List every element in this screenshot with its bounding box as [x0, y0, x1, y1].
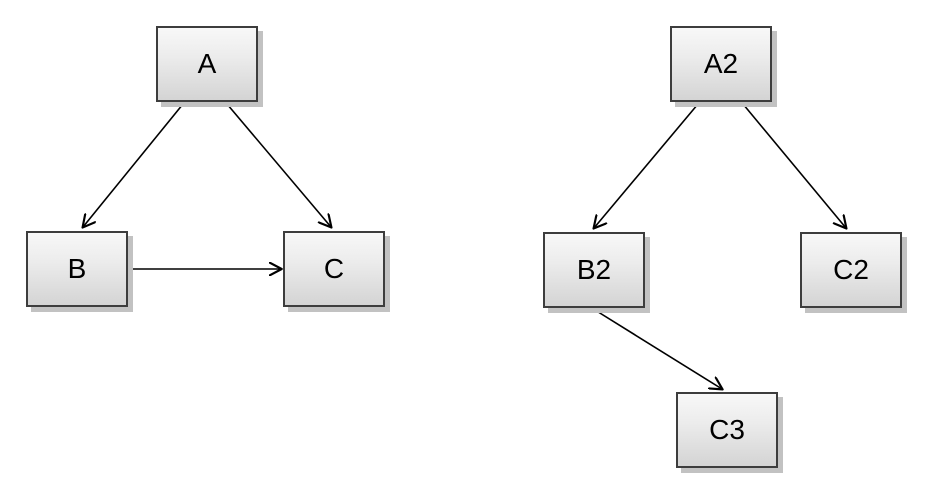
- node-a2[interactable]: A2: [670, 26, 772, 102]
- edge-a2-b2[interactable]: [594, 103, 699, 228]
- edge-a-c[interactable]: [226, 103, 331, 227]
- node-b2-label: B2: [576, 254, 612, 285]
- node-c3-label: C3: [709, 414, 745, 445]
- node-a-label: A: [197, 48, 217, 79]
- node-a2-label: A2: [703, 48, 739, 79]
- node-c2[interactable]: C2: [800, 232, 902, 308]
- node-b[interactable]: B: [26, 231, 128, 307]
- edge-b2-c3[interactable]: [594, 309, 722, 389]
- node-c[interactable]: C: [283, 231, 385, 307]
- node-b2[interactable]: B2: [543, 232, 645, 308]
- node-b-label: B: [67, 253, 87, 284]
- node-c-label: C: [323, 253, 345, 284]
- edge-a-b[interactable]: [83, 103, 184, 227]
- edge-a2-c2[interactable]: [742, 103, 846, 228]
- node-a[interactable]: A: [156, 26, 258, 102]
- node-c3[interactable]: C3: [676, 392, 778, 468]
- node-c2-label: C2: [833, 254, 869, 285]
